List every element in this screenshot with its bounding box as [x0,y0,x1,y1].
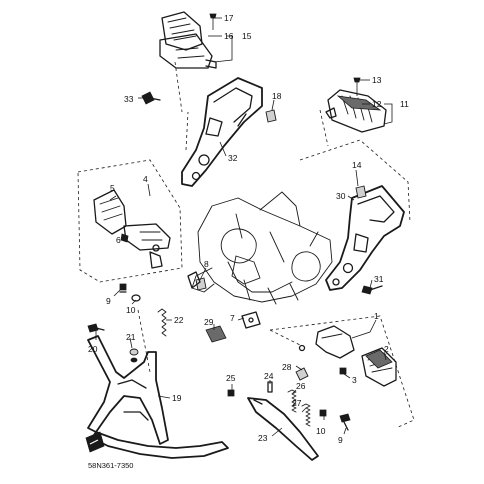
callout-26: 26 [296,381,306,391]
callout-23: 23 [258,433,268,443]
callout-27: 27 [292,398,302,408]
callout-33: 33 [124,94,134,104]
callout-3: 3 [352,375,357,385]
callout-24: 24 [264,371,274,381]
callout-13: 13 [372,75,382,85]
callout-32: 32 [228,153,238,163]
callout-18: 18 [272,91,282,101]
right-footrest-bracket [325,185,405,291]
callout-8: 8 [204,259,209,269]
callout-15: 15 [242,31,252,41]
callout-6: 6 [116,235,121,245]
frame-outline [191,191,333,305]
callout-5: 5 [110,183,115,193]
callout-21: 21 [126,332,136,342]
center-stand [87,335,229,459]
callout-2: 2 [384,344,389,354]
callout-19: 19 [172,393,182,403]
callout-7: 7 [230,313,235,323]
callout-14: 14 [352,160,362,170]
callout-11: 11 [400,99,409,109]
leader-lines [95,17,393,437]
dashed-group-lines [77,61,415,429]
callout-12: 12 [372,99,382,109]
upper-right-footrest [325,77,387,133]
upper-left-footrest [159,11,217,69]
callout-22: 22 [174,315,184,325]
middle-left-footrest [93,189,171,269]
lower-right-bracket [315,325,355,359]
diagram-code: 58N361-7350 [88,461,133,470]
callout-10-lower: 10 [316,426,326,436]
callout-10: 10 [126,305,136,315]
fasteners [87,91,383,431]
left-footrest-bracket [181,77,263,187]
callout-9-lower: 9 [338,435,343,445]
return-springs [157,308,311,427]
callout-labels: 17 16 15 13 12 11 33 18 32 4 5 6 14 30 8… [88,13,409,445]
callout-29: 29 [204,317,214,327]
lower-right-footrest [361,347,397,387]
callout-9: 9 [106,296,111,306]
callout-20: 20 [88,344,98,354]
callout-28: 28 [282,362,292,372]
callout-25: 25 [226,373,236,383]
callout-1: 1 [374,311,379,321]
callout-16: 16 [224,31,234,41]
callout-4: 4 [143,174,148,184]
callout-17: 17 [224,13,234,23]
callout-31: 31 [374,274,384,284]
side-bracket-detail [187,255,261,289]
side-stand [247,397,319,461]
callout-30: 30 [336,191,346,201]
note-arrow-mark [85,431,105,453]
